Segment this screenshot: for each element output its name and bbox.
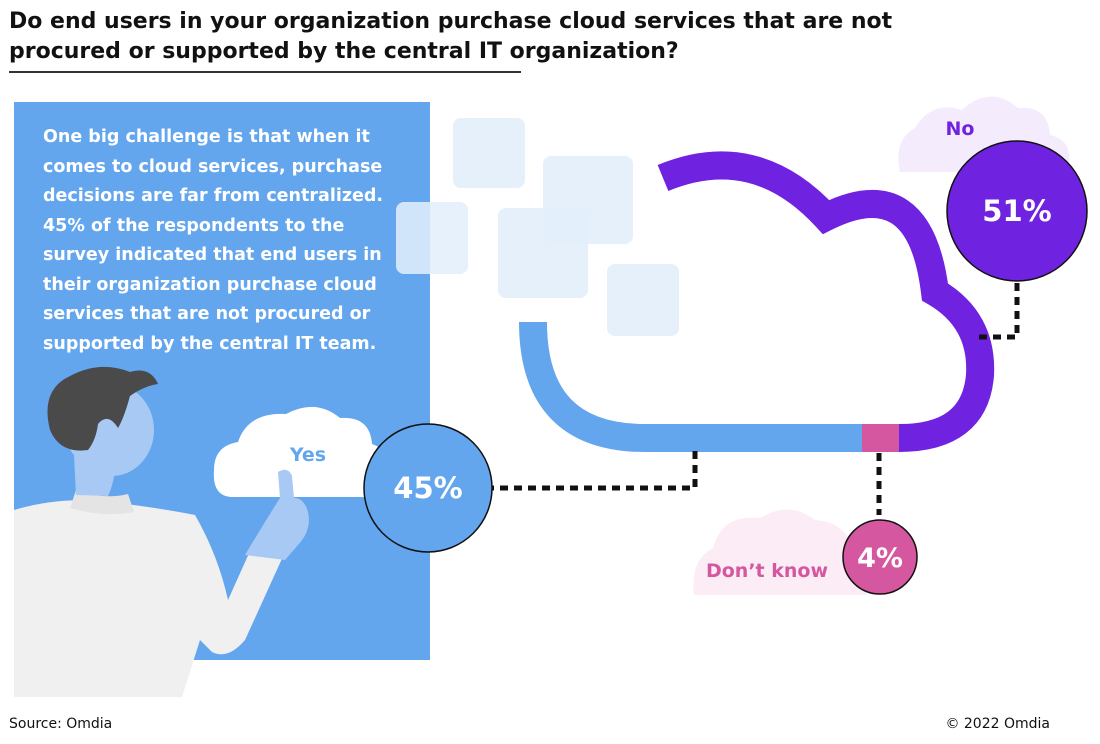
yes-cloud — [213, 406, 390, 497]
hand — [245, 469, 309, 560]
person-illustration — [14, 366, 390, 697]
yes-label: Yes — [289, 444, 326, 466]
no-value-label: 51% — [982, 194, 1051, 228]
title-underline — [9, 71, 521, 73]
square-5 — [607, 264, 679, 336]
segment-no — [657, 151, 995, 452]
collar — [70, 490, 134, 515]
cloud-outline — [519, 151, 995, 452]
yes-bubble — [363, 423, 493, 553]
square-3 — [396, 202, 468, 274]
yes-value-label: 45% — [393, 471, 462, 505]
dont-know-cloud-bg — [693, 509, 867, 595]
no-bubble — [946, 140, 1088, 282]
hair — [47, 366, 158, 451]
shirt — [14, 500, 285, 697]
chart-title: Do end users in your organization purcha… — [9, 9, 893, 64]
dont-know-value-label: 4% — [857, 543, 903, 574]
dont-know-bubble — [842, 519, 918, 595]
no-label: No — [946, 118, 975, 140]
square-1 — [453, 118, 525, 188]
source-note: Source: Omdia — [9, 716, 113, 732]
square-4 — [498, 208, 588, 298]
leader-yes — [490, 451, 698, 491]
segment-yes — [519, 321, 862, 452]
copyright-note: © 2022 Omdia — [945, 716, 1050, 732]
panel-text: One big challenge is that when it comes … — [43, 127, 384, 354]
leader-no — [976, 283, 1020, 340]
decorative-squares — [396, 118, 679, 336]
leader-lines — [490, 283, 1020, 515]
dont-know-label: Don’t know — [706, 560, 828, 582]
